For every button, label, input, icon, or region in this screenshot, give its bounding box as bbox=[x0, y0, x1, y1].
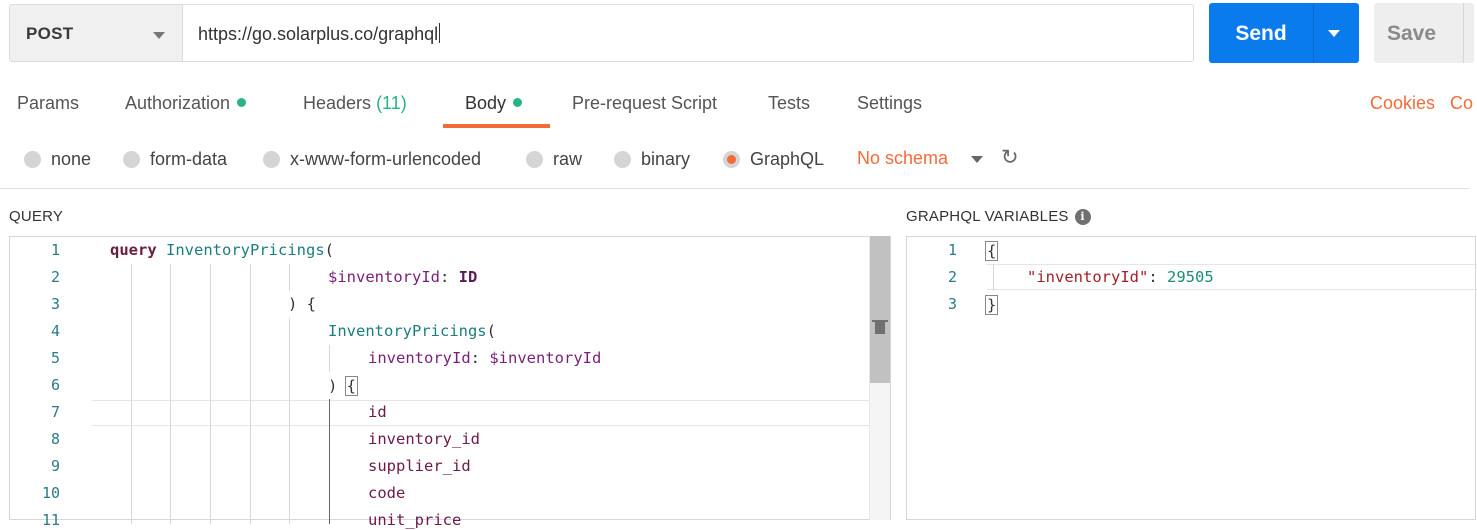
tab-pre-request-script[interactable]: Pre-request Script bbox=[572, 93, 718, 113]
indent-guide bbox=[250, 318, 251, 524]
indent-guide bbox=[329, 399, 330, 524]
tab-tests[interactable]: Tests bbox=[768, 93, 811, 113]
code-link[interactable]: Co bbox=[1450, 93, 1474, 113]
status-dot-icon bbox=[513, 98, 523, 107]
headers-count: (11) bbox=[376, 93, 407, 113]
line-number: 3 bbox=[50, 295, 60, 313]
line-number: 5 bbox=[50, 349, 60, 367]
code-line: supplier_id bbox=[368, 457, 471, 475]
scroll-marker bbox=[875, 320, 885, 334]
radio-icon bbox=[526, 151, 543, 168]
line-number: 1 bbox=[947, 241, 957, 259]
body-mode-none[interactable]: none bbox=[24, 146, 91, 172]
indent-guide bbox=[289, 318, 290, 524]
query-gutter: 1 2 3 4 5 6 7 8 9 10 11 bbox=[10, 237, 90, 529]
active-tab-indicator bbox=[443, 124, 550, 128]
cookies-link[interactable]: Cookies bbox=[1370, 93, 1436, 113]
radio-icon bbox=[263, 151, 280, 168]
code-line: unit_price bbox=[368, 511, 462, 529]
code-line: code bbox=[368, 484, 406, 502]
query-title: QUERY bbox=[9, 208, 64, 225]
line-number: 6 bbox=[50, 376, 60, 394]
indent-guide bbox=[210, 318, 211, 524]
line-number: 4 bbox=[50, 322, 60, 340]
radio-icon bbox=[24, 151, 41, 168]
tab-body[interactable]: Body bbox=[465, 93, 523, 114]
code-line: inventory_id bbox=[368, 430, 480, 448]
send-label: Send bbox=[1235, 22, 1287, 45]
send-divider bbox=[1313, 3, 1314, 63]
scrollbar-thumb[interactable] bbox=[870, 236, 890, 383]
info-icon[interactable]: i bbox=[1074, 209, 1091, 225]
code-line: } bbox=[985, 295, 999, 315]
indent-guide bbox=[289, 264, 290, 291]
active-line-highlight bbox=[92, 400, 890, 426]
line-number: 2 bbox=[50, 268, 60, 286]
code-line: ) { bbox=[328, 376, 359, 396]
tab-authorization[interactable]: Authorization bbox=[125, 93, 247, 114]
tab-headers[interactable]: Headers (11) bbox=[303, 93, 407, 113]
indent-guide bbox=[170, 264, 171, 318]
code-line: query InventoryPricings( bbox=[110, 241, 334, 259]
code-line: "inventoryId": 29505 bbox=[1027, 268, 1214, 286]
tab-params[interactable]: Params bbox=[17, 93, 80, 113]
indent-guide bbox=[131, 264, 132, 524]
code-line: $inventoryId: ID bbox=[328, 268, 478, 286]
divider bbox=[0, 188, 1469, 189]
radio-icon bbox=[614, 151, 631, 168]
save-divider bbox=[1463, 3, 1464, 63]
send-button[interactable]: Send bbox=[1209, 3, 1359, 63]
chevron-down-icon[interactable] bbox=[153, 32, 165, 39]
tab-settings[interactable]: Settings bbox=[857, 93, 923, 113]
query-scrollbar[interactable] bbox=[869, 236, 890, 520]
active-line-highlight bbox=[987, 264, 1477, 290]
line-number: 2 bbox=[947, 268, 957, 286]
text-cursor bbox=[439, 23, 441, 43]
indent-guide bbox=[993, 264, 994, 291]
variables-editor[interactable]: 1 2 3 { "inventoryId": 29505 } bbox=[906, 236, 1477, 520]
method-select[interactable]: POST bbox=[9, 4, 182, 62]
radio-selected-icon bbox=[723, 151, 740, 168]
line-number: 3 bbox=[947, 295, 957, 313]
status-dot-icon bbox=[237, 98, 247, 107]
line-number: 9 bbox=[50, 457, 60, 475]
line-number: 8 bbox=[50, 430, 60, 448]
code-line: InventoryPricings( bbox=[328, 322, 496, 340]
body-mode-graphql[interactable]: GraphQL bbox=[723, 146, 824, 172]
url-text: https://go.solarplus.co/graphql bbox=[198, 23, 441, 44]
code-line: inventoryId: $inventoryId bbox=[368, 349, 602, 367]
code-line: { bbox=[985, 241, 999, 261]
code-line: ) { bbox=[288, 295, 316, 313]
body-mode-binary[interactable]: binary bbox=[614, 146, 690, 172]
save-label: Save bbox=[1387, 22, 1437, 45]
indent-guide bbox=[329, 345, 330, 372]
body-mode-urlencoded[interactable]: x-www-form-urlencoded bbox=[263, 146, 481, 172]
code-line: id bbox=[368, 403, 387, 421]
refresh-icon[interactable]: ↻ bbox=[1001, 146, 1019, 169]
save-button[interactable]: Save bbox=[1374, 3, 1474, 63]
schema-select[interactable]: No schema bbox=[857, 148, 949, 168]
indent-guide bbox=[210, 264, 211, 318]
chevron-down-icon[interactable] bbox=[1328, 30, 1340, 37]
line-number: 11 bbox=[41, 511, 60, 529]
line-number: 7 bbox=[50, 403, 60, 421]
url-input[interactable]: https://go.solarplus.co/graphql bbox=[182, 4, 1194, 62]
indent-guide bbox=[250, 264, 251, 318]
body-mode-form-data[interactable]: form-data bbox=[123, 146, 227, 172]
query-editor[interactable]: 1 2 3 4 5 6 7 8 9 10 11 query InventoryPricings( $i… bbox=[9, 236, 891, 529]
indent-guide bbox=[170, 318, 171, 524]
radio-icon bbox=[123, 151, 140, 168]
chevron-down-icon[interactable] bbox=[971, 156, 983, 163]
body-mode-raw[interactable]: raw bbox=[526, 146, 582, 172]
method-label: POST bbox=[26, 24, 74, 43]
line-number: 1 bbox=[50, 241, 60, 259]
line-number: 10 bbox=[41, 484, 60, 502]
